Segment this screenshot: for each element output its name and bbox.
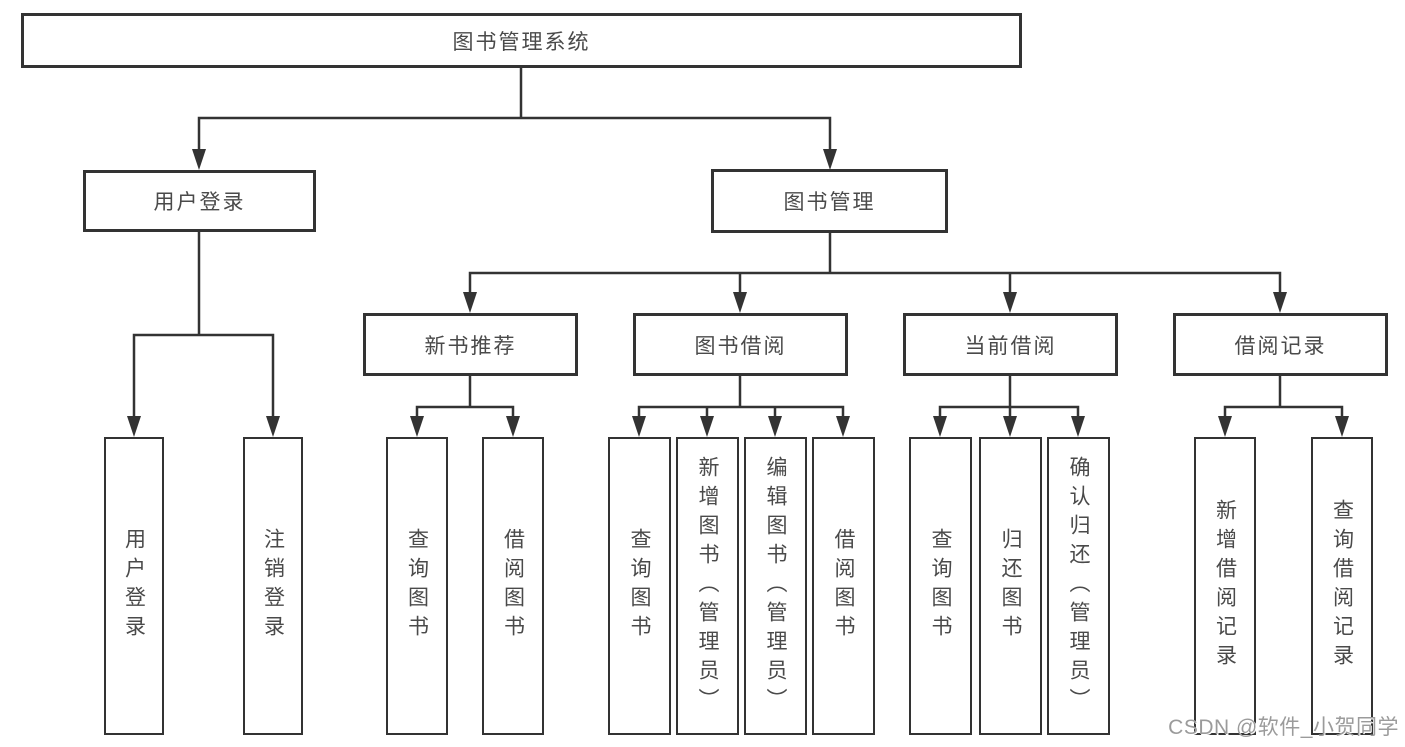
- node-new-book-recommend: 新书推荐: [363, 313, 578, 376]
- leaf-query-book-3: 查询图书: [909, 437, 972, 735]
- node-book-management-branch: 图书管理: [711, 169, 948, 233]
- leaf-confirm-return-admin: 确认归还（管理员）: [1047, 437, 1110, 735]
- leaf-logout: 注销登录: [243, 437, 303, 735]
- leaf-query-book-1: 查询图书: [386, 437, 448, 735]
- node-book-borrow: 图书借阅: [633, 313, 848, 376]
- leaf-return-book: 归还图书: [979, 437, 1042, 735]
- node-user-login-branch: 用户登录: [83, 170, 316, 232]
- node-current-borrow: 当前借阅: [903, 313, 1118, 376]
- leaf-borrow-book-2: 借阅图书: [812, 437, 875, 735]
- leaf-query-borrow-record: 查询借阅记录: [1311, 437, 1373, 735]
- leaf-user-login: 用户登录: [104, 437, 164, 735]
- node-borrow-records: 借阅记录: [1173, 313, 1388, 376]
- leaf-borrow-book-1: 借阅图书: [482, 437, 544, 735]
- csdn-watermark: CSDN @软件_小贺同学: [1168, 716, 1399, 739]
- leaf-add-book-admin: 新增图书（管理员）: [676, 437, 739, 735]
- node-root-library-system: 图书管理系统: [21, 13, 1022, 68]
- leaf-edit-book-admin: 编辑图书（管理员）: [744, 437, 807, 735]
- leaf-add-borrow-record: 新增借阅记录: [1194, 437, 1256, 735]
- leaf-query-book-2: 查询图书: [608, 437, 671, 735]
